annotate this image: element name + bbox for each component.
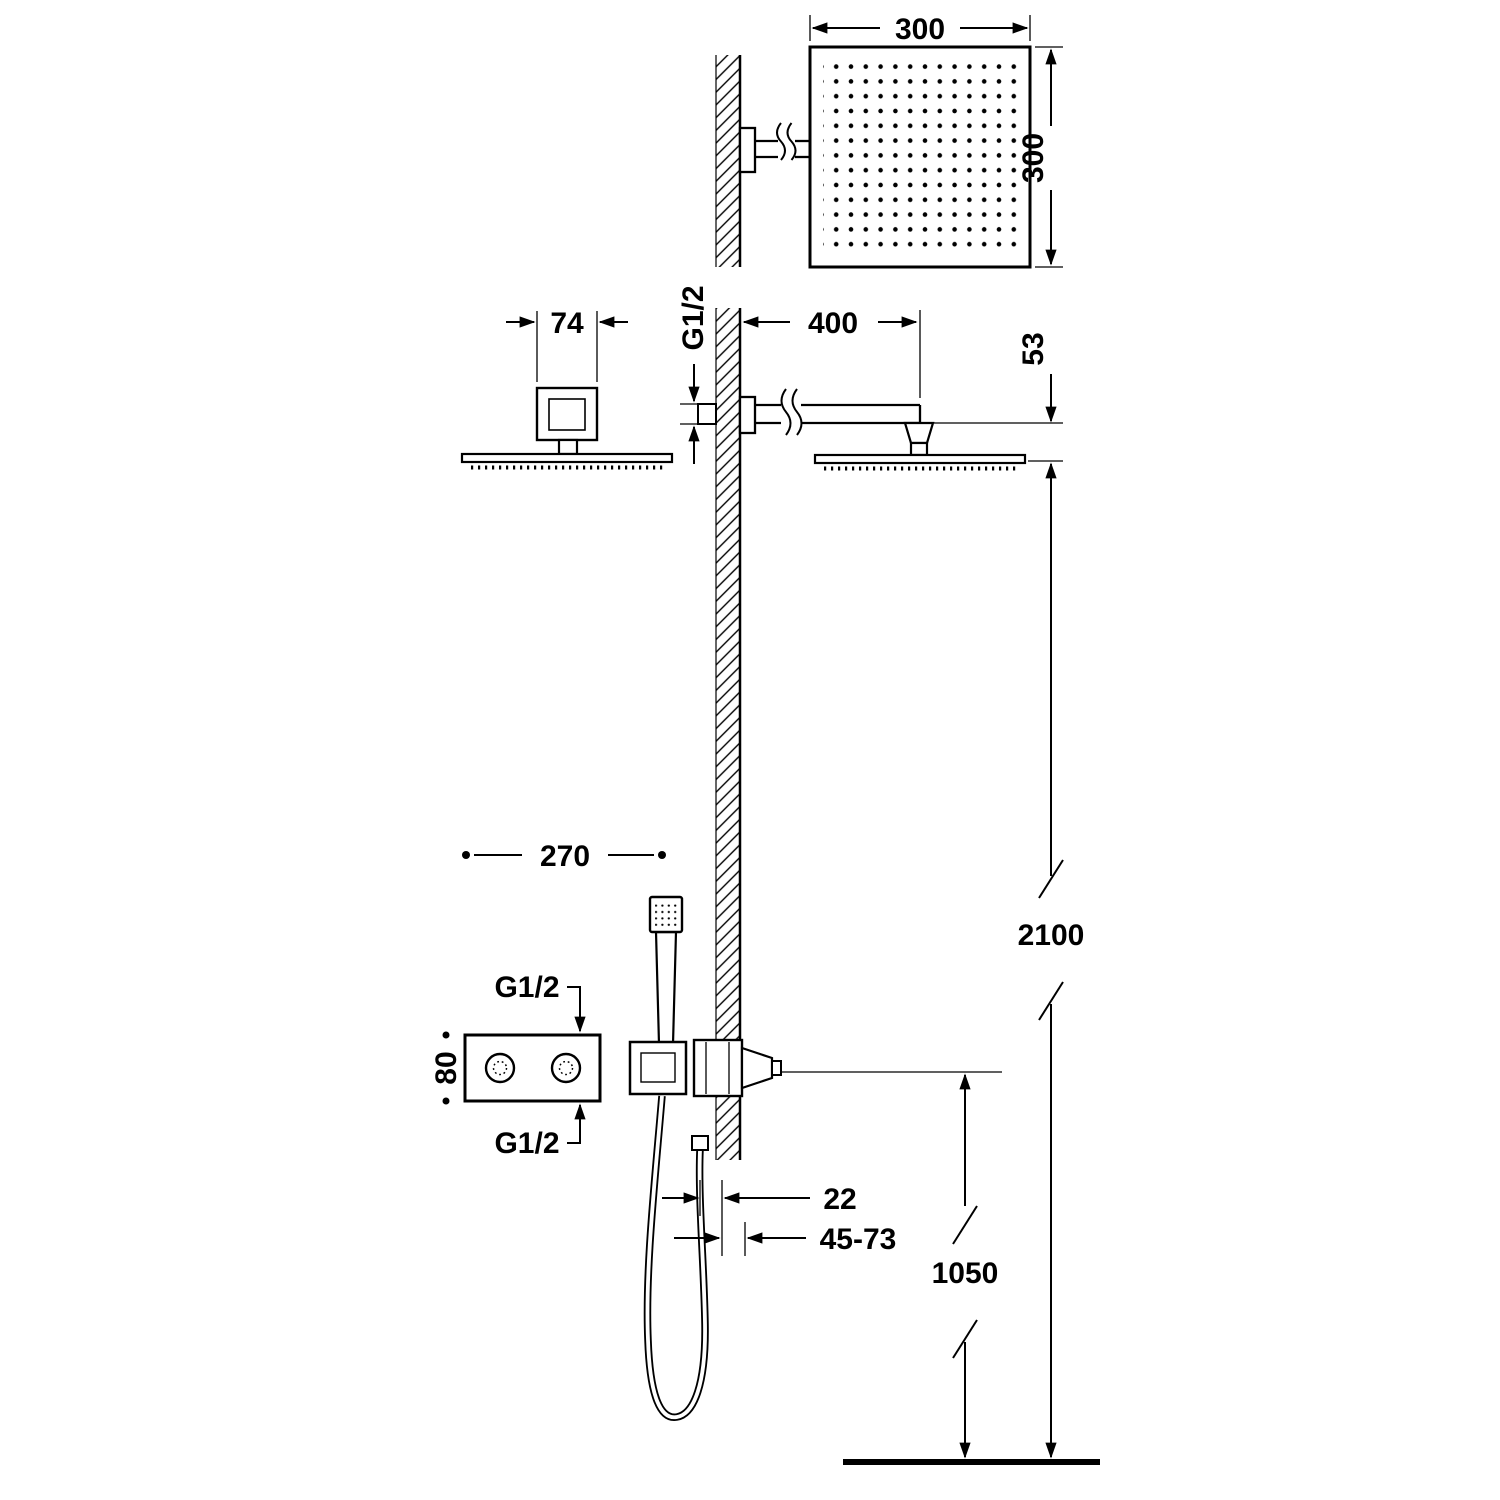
head-width-label: 300 bbox=[895, 13, 945, 46]
wall-outlet-elbow bbox=[692, 1038, 782, 1098]
dim-head-offset: 53 bbox=[934, 332, 1063, 462]
pipe-break-icon bbox=[786, 122, 797, 161]
hand-shower-hose bbox=[643, 1095, 709, 1421]
head-height-label: 300 bbox=[1017, 133, 1050, 183]
dim-head-height: 300 bbox=[1017, 46, 1063, 268]
inlet-bottom-label: G1/2 bbox=[494, 1127, 559, 1160]
outlet-cone bbox=[740, 1046, 774, 1090]
dim-depth-range: 45-73 bbox=[674, 1222, 896, 1256]
bracket-width-label: 74 bbox=[550, 307, 584, 340]
dim-arm-thread: G1/2 bbox=[677, 285, 714, 464]
pipe-break-icon bbox=[791, 388, 803, 436]
trim-depth-label: 22 bbox=[823, 1183, 856, 1216]
hand-shower-face bbox=[655, 902, 677, 927]
head-connector bbox=[903, 421, 935, 445]
wall-section-upper bbox=[715, 55, 742, 267]
mixer-spacing-label: 270 bbox=[540, 840, 590, 873]
dim-arm-length: 400 bbox=[742, 307, 921, 398]
rain-head-edge-view-right bbox=[813, 453, 1027, 471]
rain-head-spray-face bbox=[823, 60, 1017, 254]
mixer-inlet-top: G1/2 bbox=[494, 971, 586, 1033]
wall-section-main bbox=[715, 308, 742, 1160]
mixer-height-label: 80 bbox=[430, 1051, 463, 1084]
mixer-inlet-bottom: G1/2 bbox=[494, 1103, 586, 1160]
rain-head-edge-view-left bbox=[460, 452, 674, 470]
mixer-front-view bbox=[463, 1033, 602, 1103]
arm-length-label: 400 bbox=[808, 307, 858, 340]
mixer-knob-right bbox=[550, 1052, 582, 1084]
shower-arm-front-view bbox=[738, 122, 810, 174]
mixer-knob-left bbox=[484, 1052, 516, 1084]
hand-shower-handle bbox=[654, 930, 678, 1046]
rain-head-front-view bbox=[808, 45, 1032, 269]
total-height-label: 2100 bbox=[1018, 919, 1085, 952]
pipe-break-icon bbox=[780, 388, 792, 436]
depth-range-label: 45-73 bbox=[820, 1223, 897, 1256]
outlet-height-label: 1050 bbox=[932, 1257, 999, 1290]
head-offset-label: 53 bbox=[1017, 332, 1050, 365]
inlet-top-label: G1/2 bbox=[494, 971, 559, 1004]
hand-shower-holder bbox=[628, 1040, 688, 1096]
hand-shower bbox=[628, 895, 688, 1096]
dim-head-width: 300 bbox=[809, 13, 1031, 46]
dim-mixer-spacing: 270 bbox=[462, 840, 666, 873]
dim-outlet-height: 1050 bbox=[782, 1071, 1002, 1459]
shower-arm-side-view bbox=[697, 388, 935, 457]
wall-bracket-front-view bbox=[535, 386, 599, 456]
dim-mixer-height: 80 bbox=[430, 1031, 463, 1105]
dim-trim-depth: 22 bbox=[662, 1180, 857, 1256]
dim-total-height: 2100 bbox=[1018, 462, 1085, 1459]
arm-thread-stub bbox=[697, 403, 717, 425]
pipe-break-icon bbox=[776, 122, 786, 161]
hose-nut bbox=[691, 1135, 709, 1151]
dim-bracket-width: 74 bbox=[506, 307, 628, 382]
arm-thread-label: G1/2 bbox=[677, 285, 710, 350]
